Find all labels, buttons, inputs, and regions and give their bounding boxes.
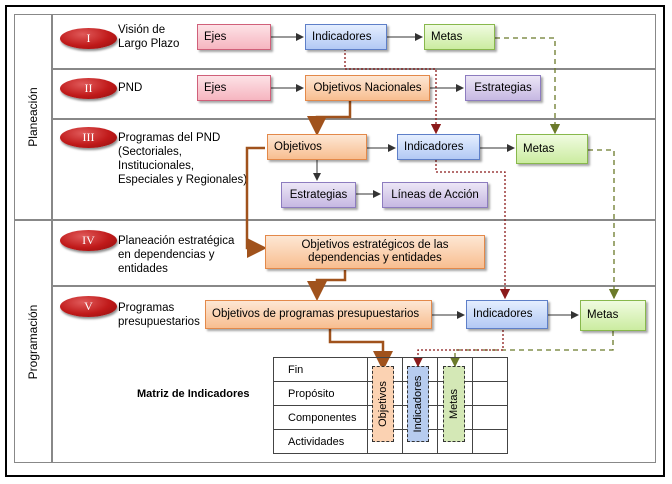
row-5-label: Programas presupuestarios bbox=[118, 302, 200, 328]
row-3-label: Programas del PND (Sectoriales, Instituc… bbox=[118, 132, 248, 186]
row-3-numeral: III bbox=[60, 127, 117, 148]
matriz-row-label: Componentes bbox=[273, 405, 368, 430]
r2-ejes-box: Ejes bbox=[197, 75, 271, 101]
r1-ejes-box: Ejes bbox=[197, 24, 271, 50]
r3-indicadores-box: Indicadores bbox=[397, 134, 480, 160]
matriz-col-metas-label: Metas bbox=[448, 389, 460, 419]
section-planeacion: Planeación bbox=[14, 14, 52, 220]
r4-objetivos-box: Objetivos estratégicos de las dependenci… bbox=[265, 235, 485, 269]
row-5-numeral: V bbox=[60, 296, 117, 317]
matriz-row-label: Propósito bbox=[273, 381, 368, 406]
r3-objetivos-box: Objetivos bbox=[267, 134, 367, 160]
row-1-label: Visión de Largo Plazo bbox=[118, 24, 180, 50]
r2-estrategias-box: Estrategias bbox=[465, 75, 541, 101]
r3-metas-box: Metas bbox=[516, 134, 588, 164]
matriz-cell bbox=[472, 429, 508, 454]
matriz-col-indicadores-label: Indicadores bbox=[412, 375, 424, 433]
row-2-label: PND bbox=[118, 82, 143, 94]
matriz-row-label: Fin bbox=[273, 357, 368, 382]
matriz-col-indicadores: Indicadores bbox=[407, 366, 429, 442]
r5-objetivos-box: Objetivos de programas presupuestarios bbox=[205, 300, 432, 329]
matriz-title: Matriz de Indicadores bbox=[137, 388, 250, 400]
section-programacion: Programación bbox=[14, 220, 52, 463]
matriz-col-objetivos: Objetivos bbox=[372, 366, 394, 442]
matriz-cell bbox=[472, 405, 508, 430]
r2-objetivos-box: Objetivos Nacionales bbox=[305, 75, 430, 101]
row-1-numeral: I bbox=[60, 28, 117, 49]
matriz-row-label: Actividades bbox=[273, 429, 368, 454]
row-2-numeral: II bbox=[60, 78, 117, 99]
r3-lineas-box: Líneas de Acción bbox=[382, 182, 488, 208]
row-4-numeral: IV bbox=[60, 230, 117, 251]
r1-metas-box: Metas bbox=[424, 24, 495, 50]
matriz-col-objetivos-label: Objetivos bbox=[377, 381, 389, 427]
matriz-cell bbox=[472, 381, 508, 406]
r5-metas-box: Metas bbox=[580, 300, 646, 331]
r1-indicadores-box: Indicadores bbox=[305, 24, 387, 50]
row-4-label: Planeación estratégica en dependencias y… bbox=[118, 235, 235, 275]
r3-estrategias-box: Estrategias bbox=[281, 182, 356, 208]
matriz-col-metas: Metas bbox=[443, 366, 465, 442]
r5-indicadores-box: Indicadores bbox=[466, 300, 548, 329]
matriz-cell bbox=[472, 357, 508, 382]
